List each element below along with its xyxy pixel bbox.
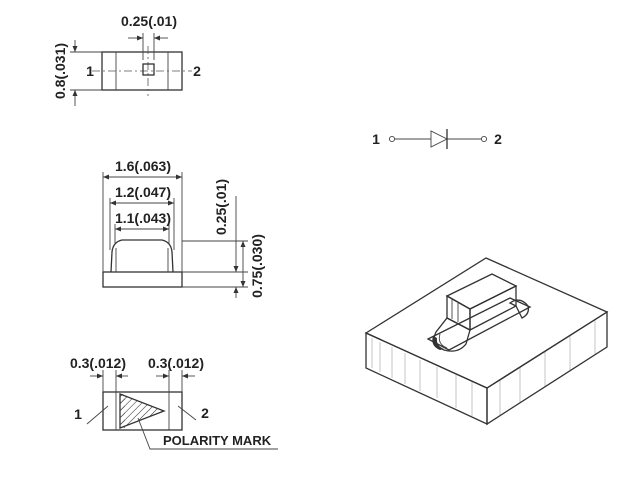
side-dome	[110, 239, 174, 273]
die-square	[142, 63, 155, 76]
top-pin2-label: 2	[193, 63, 201, 79]
schematic-terminal-2	[480, 135, 488, 143]
lead-thickness-dimension: 0.25(.01)	[213, 179, 229, 235]
iso-lens-front	[446, 294, 471, 332]
isometric-view	[364, 257, 609, 426]
diode-triangle	[430, 130, 449, 148]
top-width-dimension: 0.25(.01)	[121, 13, 177, 29]
polarity-leader	[137, 417, 278, 450]
body-width-dimension: 1.2(.047)	[115, 184, 171, 200]
iso-lens-side	[469, 284, 517, 332]
bottom-right-pad-dimension: 0.3(.012)	[148, 355, 204, 371]
top-view: 0.25(.01) 0.8(.031) 1 2	[52, 13, 201, 106]
iso-base-top	[364, 257, 609, 389]
height-dimension: 0.75(.030)	[249, 234, 265, 298]
bottom-pin2-label: 2	[201, 405, 209, 421]
top-pin1-label: 1	[86, 63, 94, 79]
iso-base-front-left	[365, 331, 488, 426]
polarity-mark-label: POLARITY MARK	[163, 433, 272, 448]
top-view-body	[101, 51, 183, 91]
iso-lead-right	[508, 299, 530, 319]
iso-pad-outline	[426, 297, 532, 351]
bottom-pin1-label: 1	[74, 406, 82, 422]
schematic-pin1-label: 1	[372, 131, 380, 147]
top-width-dimension-side: 1.1(.043)	[115, 210, 171, 226]
diode-schematic: 1 2	[372, 129, 502, 149]
side-base	[102, 271, 183, 288]
top-height-dimension: 0.8(.031)	[52, 43, 68, 99]
side-view: 1.6(.063) 1.2(.047) 1.1(.043) 0.25(.01) …	[102, 158, 265, 298]
iso-base-front-right	[486, 310, 608, 426]
bottom-left-pad-dimension: 0.3(.012)	[70, 355, 126, 371]
bottom-view: 0.3(.012) 0.3(.012) 1 2 POLARITY MARK	[70, 355, 278, 450]
schematic-terminal-1	[388, 135, 396, 143]
schematic-pin2-label: 2	[494, 131, 502, 147]
overall-width-dimension: 1.6(.063)	[115, 158, 171, 174]
polarity-mark-hatch	[120, 394, 164, 428]
